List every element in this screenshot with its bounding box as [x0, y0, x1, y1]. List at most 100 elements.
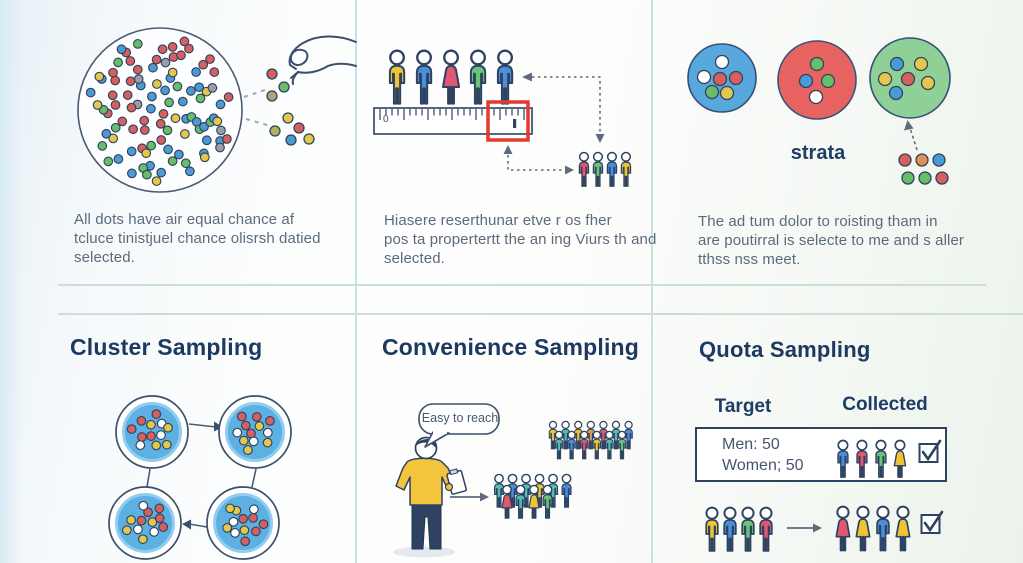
- woman-icon: [895, 505, 911, 552]
- arrow-icon: [450, 492, 489, 502]
- dot: [160, 57, 171, 68]
- dot: [92, 100, 103, 110]
- man-icon: [469, 49, 487, 105]
- dot: [172, 81, 183, 92]
- ruler-marker: [513, 119, 517, 128]
- dot: [239, 525, 250, 536]
- man-icon: [592, 151, 604, 188]
- woman-icon: [528, 484, 540, 519]
- selection-dashed-lines: [243, 88, 275, 128]
- dot: [303, 133, 315, 145]
- dot: [207, 83, 218, 93]
- dot: [212, 116, 223, 127]
- dot: [128, 124, 138, 135]
- woman-icon: [501, 484, 513, 519]
- dot: [133, 74, 144, 84]
- strata-circles: [687, 37, 951, 120]
- dot: [136, 416, 147, 426]
- selection-highlight-box: [486, 100, 530, 142]
- dot: [240, 420, 251, 431]
- man-icon: [723, 506, 737, 552]
- person-shadow: [393, 546, 455, 558]
- dot: [222, 134, 232, 144]
- panel-quota-sampling: [695, 427, 947, 552]
- dot: [201, 135, 212, 146]
- man-icon: [605, 430, 614, 460]
- dot: [282, 112, 294, 124]
- dot: [167, 156, 178, 166]
- dot: [163, 144, 173, 155]
- dot: [236, 411, 247, 422]
- checkbox-checked-icon: [918, 439, 942, 463]
- researcher-person: [395, 436, 467, 550]
- dot: [808, 89, 824, 105]
- dot: [103, 156, 114, 167]
- dot: [199, 152, 210, 163]
- dot: [251, 526, 261, 537]
- dot: [151, 54, 162, 65]
- dot: [160, 85, 170, 96]
- dot: [117, 116, 128, 127]
- dot: [238, 513, 248, 524]
- dot: [932, 153, 946, 167]
- caption-simple-random: All dots have air equal chance af tcluce…: [74, 211, 321, 266]
- dot: [248, 513, 258, 523]
- dot: [798, 73, 814, 89]
- dot: [223, 92, 234, 102]
- horizontal-divider-2: [58, 313, 1023, 315]
- dot: [900, 71, 916, 87]
- dot: [146, 419, 156, 430]
- dot: [258, 519, 269, 530]
- dot: [167, 42, 178, 52]
- dot: [185, 166, 195, 177]
- panel-cluster-sampling: [108, 395, 292, 560]
- cluster-circles: [108, 395, 292, 560]
- dot: [135, 440, 146, 450]
- dot: [293, 122, 305, 134]
- strata-sample-dots: [898, 153, 949, 185]
- dot: [151, 440, 162, 451]
- dot: [146, 431, 156, 441]
- dot: [126, 424, 137, 434]
- man-icon: [415, 49, 433, 105]
- dot: [719, 85, 735, 101]
- panel-stratified-sampling: [687, 37, 951, 185]
- dot: [266, 90, 278, 102]
- dot: [889, 56, 905, 72]
- dot: [108, 133, 119, 144]
- dot: [113, 57, 123, 68]
- dot: [248, 436, 259, 447]
- stratum-circle: [687, 43, 757, 113]
- man-icon: [493, 473, 505, 508]
- ruler-ticks: [379, 109, 525, 120]
- dot: [262, 437, 273, 448]
- man-icon: [554, 430, 564, 460]
- dot: [138, 534, 148, 545]
- dot: [209, 67, 220, 77]
- dot: [246, 428, 256, 439]
- dot: [918, 171, 932, 185]
- dot: [132, 39, 143, 49]
- target-column-header: Target: [714, 396, 772, 417]
- panel-simple-random-sampling: [77, 27, 357, 193]
- target-people: [705, 506, 773, 552]
- dot: [85, 87, 96, 98]
- picking-hand-icon: [288, 35, 357, 85]
- dot: [116, 44, 127, 55]
- dot: [888, 85, 904, 101]
- dot: [154, 513, 165, 524]
- clipboard-icon: [446, 468, 467, 495]
- dot: [158, 522, 169, 532]
- caption-stratified: The ad tum dolor to roisting tham in are…: [698, 213, 964, 268]
- dot: [194, 82, 204, 93]
- dashed-arrow-top: [522, 72, 605, 143]
- dot: [126, 515, 136, 525]
- dot: [162, 125, 173, 136]
- dot: [148, 62, 158, 73]
- dot: [215, 142, 225, 153]
- dot: [215, 99, 226, 110]
- man-icon: [579, 430, 589, 460]
- arrow-icon: [787, 523, 822, 533]
- dot: [898, 153, 912, 167]
- dot: [122, 90, 133, 100]
